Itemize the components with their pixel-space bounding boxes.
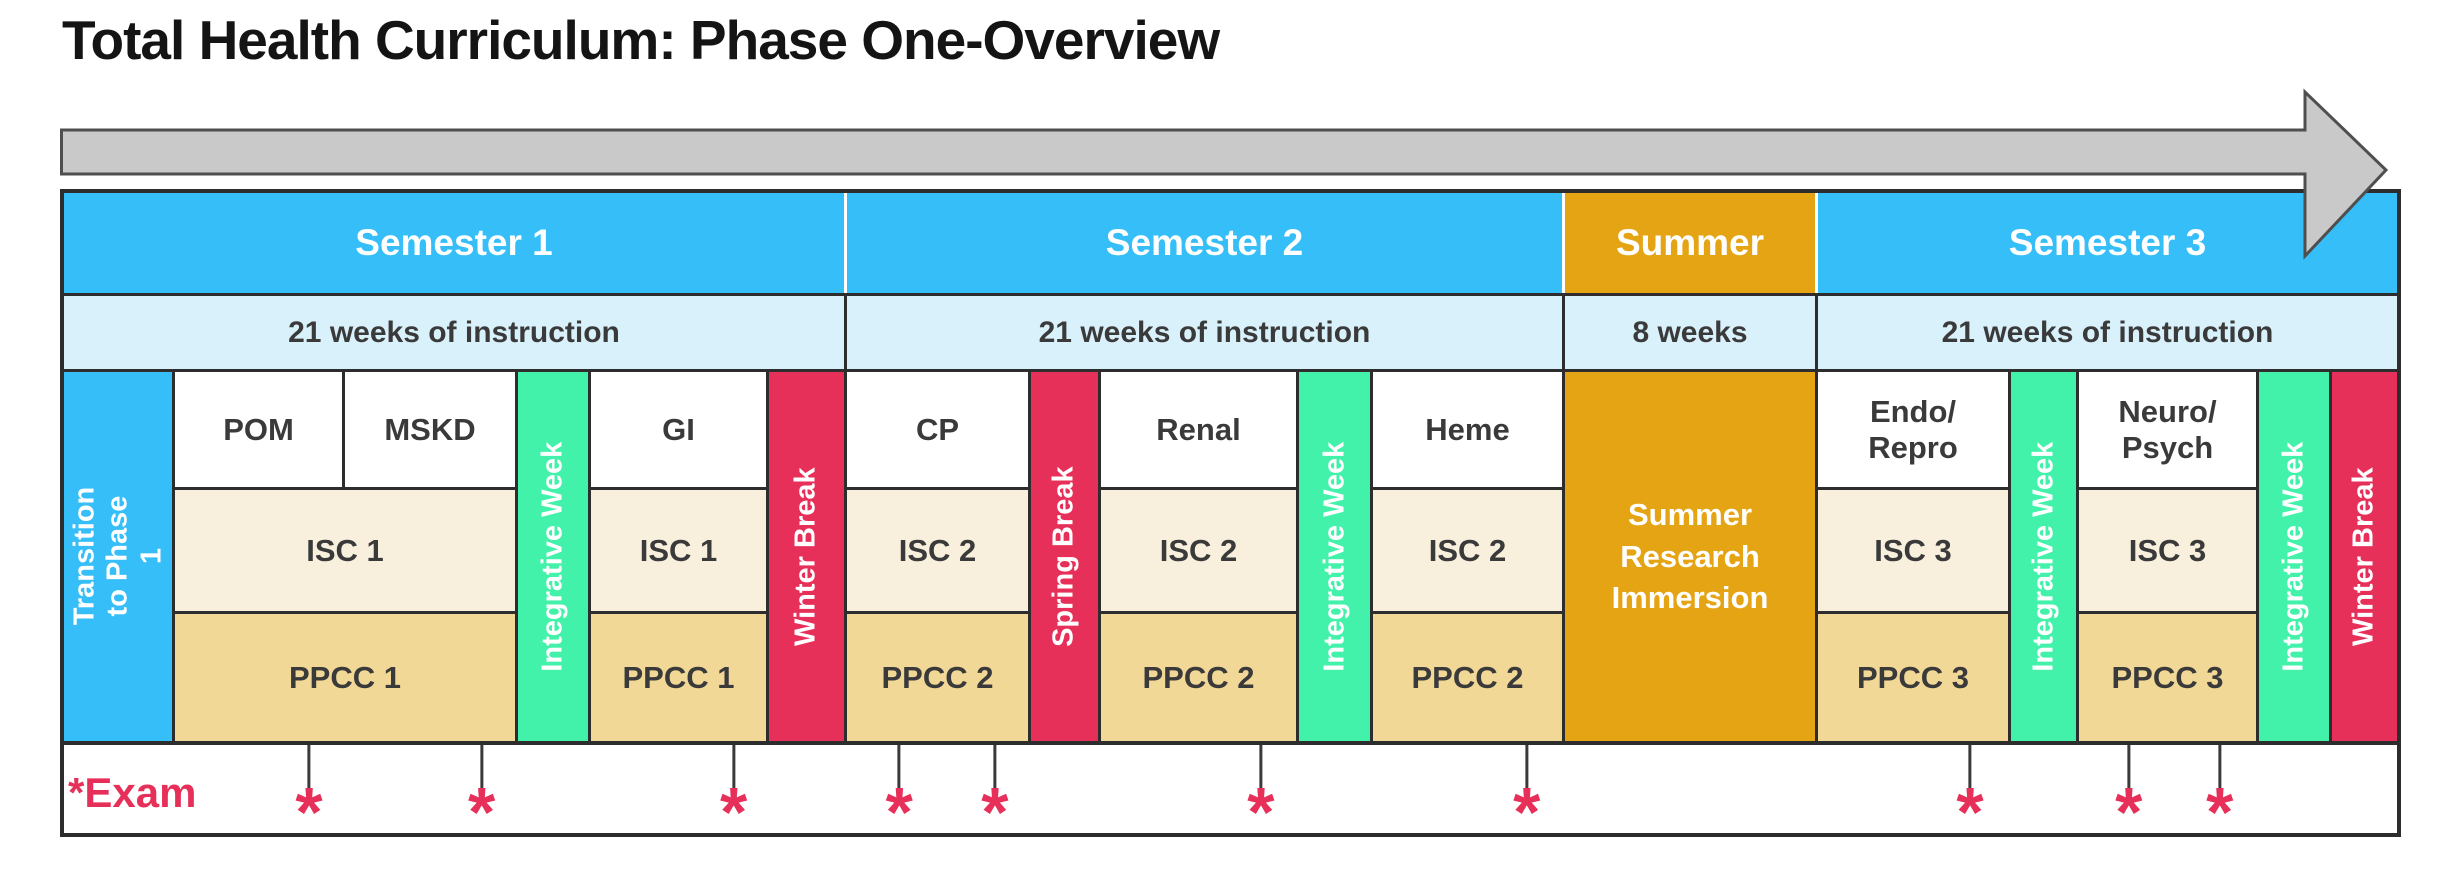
exam-marker: * (1247, 745, 1275, 851)
block-ppcc2a: PPCC 2 (847, 614, 1028, 741)
block-isc2a: ISC 2 (847, 490, 1028, 611)
block-ppcc1: PPCC 1 (175, 614, 515, 741)
exam-marker: * (1513, 745, 1541, 851)
block-ppcc1b: PPCC 1 (591, 614, 766, 741)
block-ppcc2c: PPCC 2 (1373, 614, 1562, 741)
block-integrative-week-3: Integrative Week (2011, 372, 2076, 741)
weeks-semester-3: 21 weeks of instruction (1818, 296, 2397, 369)
block-isc2b: ISC 2 (1101, 490, 1296, 611)
weeks-semester-2: 21 weeks of instruction (847, 296, 1562, 369)
exam-marker-tick (732, 745, 736, 791)
exam-marker: * (719, 745, 748, 851)
exam-marker: * (467, 745, 496, 851)
header-summer: Summer (1565, 193, 1815, 293)
exam-marker-tick (1525, 745, 1529, 791)
block-integrative-week-1: Integrative Week (518, 372, 588, 741)
exam-marker: * (885, 745, 913, 851)
block-course-renal: Renal (1101, 372, 1296, 487)
block-ppcc2b: PPCC 2 (1101, 614, 1296, 741)
weeks-summer: 8 weeks (1565, 296, 1815, 369)
exam-marker-tick (1968, 745, 1972, 791)
block-course-neuro-psych: Neuro/ Psych (2079, 372, 2256, 487)
course-grid: Transition to Phase 1 POM MSKD ISC 1 PPC… (64, 372, 2397, 741)
exam-marker: * (295, 745, 323, 851)
exam-legend: *Exam (68, 769, 196, 817)
block-ppcc3b: PPCC 3 (2079, 614, 2256, 741)
header-semester-1: Semester 1 (64, 193, 844, 293)
exam-marker: * (1956, 745, 1984, 851)
exam-marker: * (981, 745, 1009, 851)
exam-marker-asterisk: * (981, 773, 1009, 851)
weeks-row: 21 weeks of instruction 21 weeks of inst… (64, 293, 2397, 372)
exam-marker-asterisk: * (1247, 773, 1275, 851)
timeline-arrow (60, 88, 2389, 260)
block-ppcc3a: PPCC 3 (1818, 614, 2008, 741)
exam-marker-asterisk: * (2206, 773, 2234, 851)
exam-legend-star: * (68, 769, 85, 816)
block-integrative-week-4: Integrative Week (2259, 372, 2329, 741)
header-semester-3: Semester 3 (1818, 193, 2397, 293)
block-isc3a: ISC 3 (1818, 490, 2008, 611)
block-course-mskd: MSKD (345, 372, 515, 487)
block-isc1b: ISC 1 (591, 490, 766, 611)
exam-marker-asterisk: * (467, 773, 496, 851)
block-winter-break-2: Winter Break (2332, 372, 2397, 741)
exam-marker-asterisk: * (885, 773, 913, 851)
exam-marker-tick (1259, 745, 1263, 791)
exam-legend-text: Exam (84, 769, 197, 816)
semester-header-row: Semester 1 Semester 2 Summer Semester 3 (64, 193, 2397, 293)
block-course-gi: GI (591, 372, 766, 487)
exam-marker: * (2115, 745, 2143, 851)
exam-marker-asterisk: * (295, 773, 323, 851)
exam-marker-asterisk: * (2115, 773, 2143, 851)
block-isc3b: ISC 3 (2079, 490, 2256, 611)
block-course-endo-repro: Endo/ Repro (1818, 372, 2008, 487)
exam-marker-tick (897, 745, 901, 791)
exam-marker-tick (307, 745, 311, 791)
block-course-heme: Heme (1373, 372, 1562, 487)
exam-marker: * (2206, 745, 2234, 851)
block-course-pom: POM (175, 372, 342, 487)
timeline-arrow-shape (60, 88, 2389, 260)
header-semester-2: Semester 2 (847, 193, 1562, 293)
curriculum-table: Semester 1 Semester 2 Summer Semester 3 … (60, 189, 2401, 745)
weeks-semester-1: 21 weeks of instruction (64, 296, 844, 369)
exam-marker-tick (480, 745, 484, 791)
block-summer-research-immersion: Summer Research Immersion (1565, 372, 1815, 741)
block-course-cp: CP (847, 372, 1028, 487)
exam-marker-asterisk: * (719, 773, 748, 851)
block-spring-break: Spring Break (1031, 372, 1098, 741)
exam-marker-tick (2218, 745, 2222, 791)
exam-marker-asterisk: * (1956, 773, 1984, 851)
block-winter-break-1: Winter Break (769, 372, 844, 741)
block-integrative-week-2: Integrative Week (1299, 372, 1370, 741)
exam-marker-tick (993, 745, 997, 791)
exam-marker-tick (2127, 745, 2131, 791)
block-isc2c: ISC 2 (1373, 490, 1562, 611)
block-isc1: ISC 1 (175, 490, 515, 611)
block-transition-phase1: Transition to Phase 1 (64, 372, 172, 741)
exam-band: *Exam ********** (60, 745, 2401, 851)
exam-marker-asterisk: * (1513, 773, 1541, 851)
page-title: Total Health Curriculum: Phase One-Overv… (62, 9, 1220, 71)
